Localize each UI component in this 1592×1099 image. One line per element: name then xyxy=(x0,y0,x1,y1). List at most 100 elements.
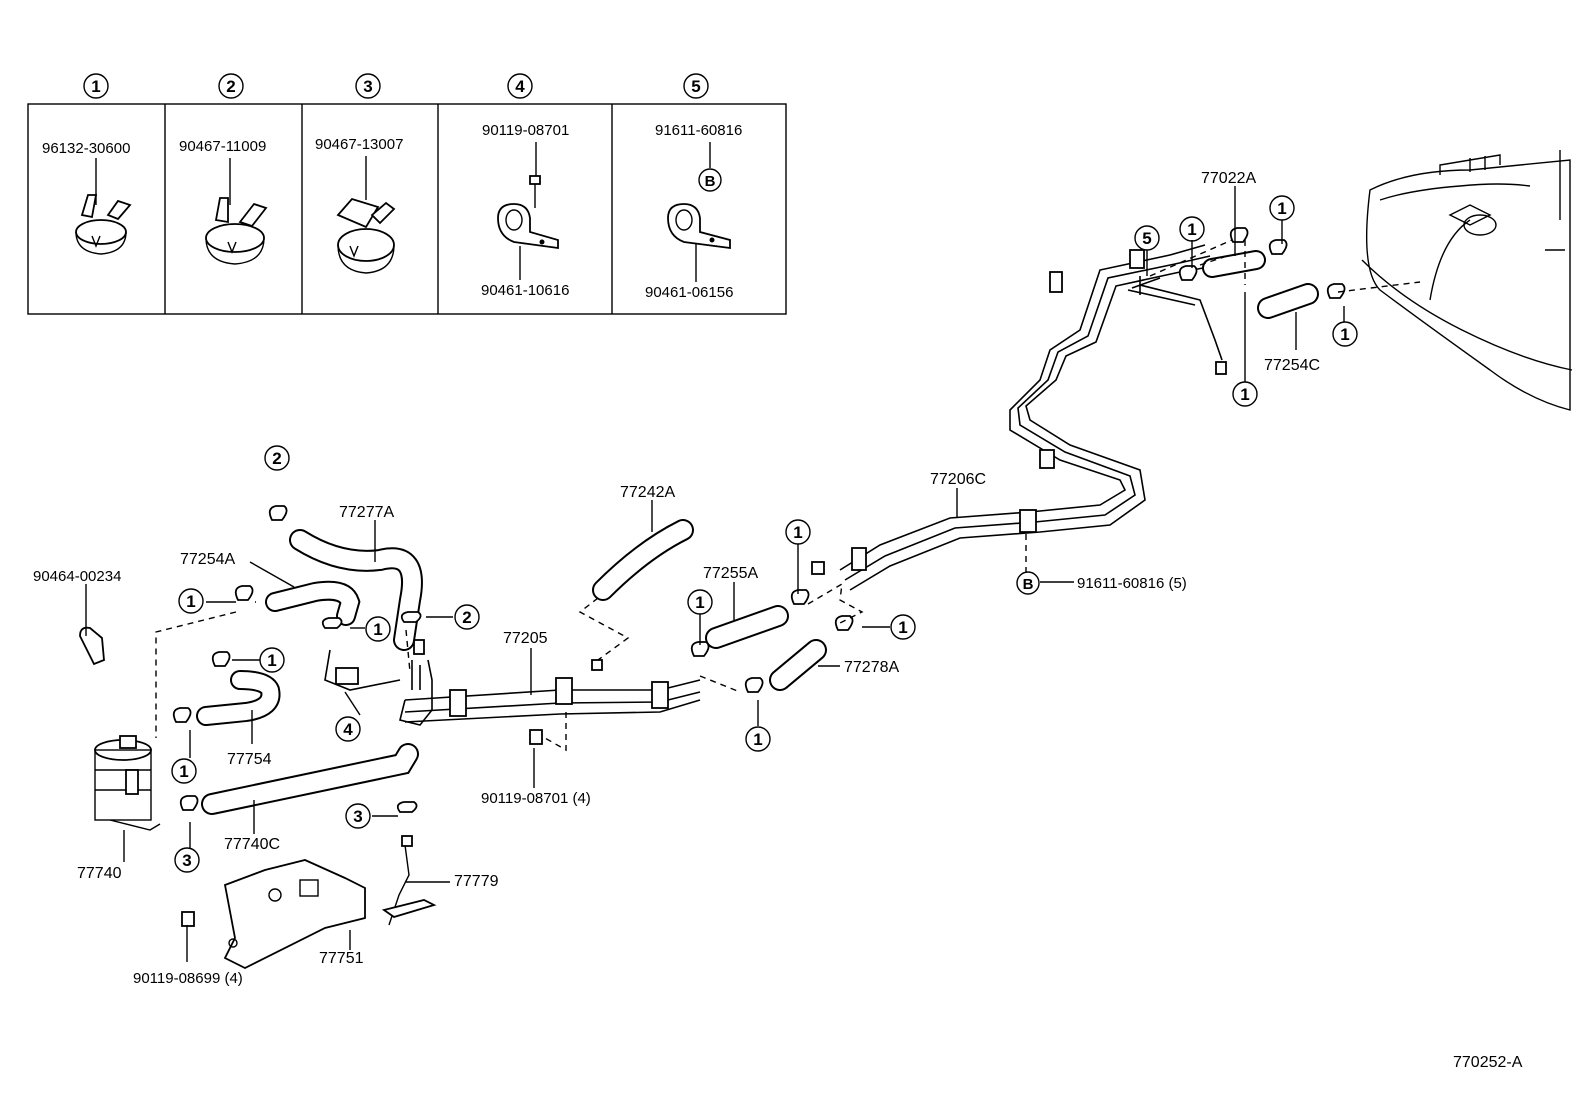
svg-text:1: 1 xyxy=(793,523,802,542)
callout-1-k: 1 xyxy=(259,647,285,673)
part-labels: 77022A 77254C 77206C 91611-60816 (5) 772… xyxy=(33,170,1523,1071)
hose-77254C xyxy=(1257,283,1319,319)
fuel-tank-drawing xyxy=(1361,150,1573,411)
label-77278A: 77278A xyxy=(844,659,899,676)
svg-text:1: 1 xyxy=(179,762,188,781)
svg-text:2: 2 xyxy=(462,608,471,627)
svg-text:5: 5 xyxy=(691,77,700,96)
svg-text:1: 1 xyxy=(1340,325,1349,344)
callout-1-d: 1 xyxy=(1232,381,1258,407)
svg-text:2: 2 xyxy=(272,449,281,468)
label-77740: 77740 xyxy=(77,865,122,882)
bracket-77779 xyxy=(381,835,437,926)
svg-text:1: 1 xyxy=(1187,220,1196,239)
label-77751: 77751 xyxy=(319,950,364,967)
hose-77022A xyxy=(1202,250,1266,278)
clip-3-drawing xyxy=(336,156,396,274)
legend-part-2: 90467-11009 xyxy=(179,138,266,155)
legend-part-3: 90467-13007 xyxy=(315,136,403,153)
hose-77278A xyxy=(769,639,827,691)
fuel-tube-bundle-77206C-77205 xyxy=(324,244,1227,726)
label-77254A: 77254A xyxy=(180,551,235,568)
small-clips xyxy=(79,227,1346,927)
label-77740C: 77740C xyxy=(224,836,280,853)
callout-1-i: 1 xyxy=(178,588,204,614)
clip-2-drawing xyxy=(205,158,268,265)
svg-text:3: 3 xyxy=(353,807,362,826)
callout-2-a: 2 xyxy=(264,445,290,471)
dashed-assembly-lines xyxy=(155,239,1421,752)
legend-col-5-badge: 5 xyxy=(683,73,709,99)
callout-1-e: 1 xyxy=(785,519,811,545)
legend-part-5: 91611-60816 xyxy=(655,122,742,139)
clip-4-drawing xyxy=(497,142,559,280)
svg-text:B: B xyxy=(705,173,716,190)
callout-1-l: 1 xyxy=(171,758,197,784)
legend-col-2-badge: 2 xyxy=(218,73,244,99)
hose-77740C xyxy=(201,743,419,815)
svg-text:B: B xyxy=(1023,576,1034,593)
svg-text:1: 1 xyxy=(898,618,907,637)
callout-1-b: 1 xyxy=(1269,195,1295,221)
hose-77277A xyxy=(289,529,423,651)
hose-77242A xyxy=(592,519,694,601)
callout-1-c: 1 xyxy=(1332,321,1358,347)
label-77254C: 77254C xyxy=(1264,357,1320,374)
svg-text:1: 1 xyxy=(695,593,704,612)
callout-B: B xyxy=(1016,571,1040,595)
svg-text:1: 1 xyxy=(753,730,762,749)
hose-77754 xyxy=(196,670,281,726)
svg-text:3: 3 xyxy=(182,851,191,870)
diagram-code: 770252-A xyxy=(1453,1054,1523,1071)
bracket-77751 xyxy=(223,859,366,970)
legend-col-3-badge: 3 xyxy=(355,73,381,99)
svg-text:2: 2 xyxy=(226,77,235,96)
callout-1-a: 1 xyxy=(1179,216,1205,242)
clip-5-drawing: B xyxy=(667,142,731,282)
label-77277A: 77277A xyxy=(339,504,394,521)
legend-part-1: 96132-30600 xyxy=(42,140,130,157)
label-77206C: 77206C xyxy=(930,471,986,488)
svg-text:4: 4 xyxy=(515,77,525,96)
label-77779: 77779 xyxy=(454,873,499,890)
callout-1-g: 1 xyxy=(890,614,916,640)
label-77022A: 77022A xyxy=(1201,170,1256,187)
callout-3-a: 3 xyxy=(345,803,371,829)
svg-text:1: 1 xyxy=(186,592,195,611)
clip-1-drawing xyxy=(75,158,132,255)
callout-1-f: 1 xyxy=(687,589,713,615)
clip-legend-table: 1 2 3 4 5 96132-30600 90467-11009 90467-… xyxy=(27,73,787,315)
legend-col-1-badge: 1 xyxy=(83,73,109,99)
legend-col-4-badge: 4 xyxy=(507,73,533,99)
callout-1-j: 1 xyxy=(365,616,391,642)
svg-text:1: 1 xyxy=(1277,199,1286,218)
label-77255A: 77255A xyxy=(703,565,758,582)
leader-lines xyxy=(85,186,1345,962)
fuel-filter-77740 xyxy=(94,735,161,831)
legend-part-4: 90119-08701 xyxy=(482,122,569,139)
label-90119-08701-4: 90119-08701 (4) xyxy=(481,790,591,807)
label-90464-00234: 90464-00234 xyxy=(33,568,121,585)
svg-text:1: 1 xyxy=(373,620,382,639)
label-77242A: 77242A xyxy=(620,484,675,501)
label-77754: 77754 xyxy=(227,751,272,768)
svg-text:1: 1 xyxy=(267,651,276,670)
callout-1-h: 1 xyxy=(745,726,771,752)
callout-2-b: 2 xyxy=(454,604,480,630)
callout-5-top: 5 xyxy=(1134,225,1160,251)
hose-77254A xyxy=(265,580,361,626)
svg-text:1: 1 xyxy=(1240,385,1249,404)
label-77205: 77205 xyxy=(503,630,548,647)
hose-77255A xyxy=(705,605,789,649)
svg-text:4: 4 xyxy=(343,720,353,739)
svg-text:1: 1 xyxy=(91,77,100,96)
callout-4: 4 xyxy=(335,716,361,742)
callout-badges: 5 1 1 1 1 B 1 1 1 1 2 1 1 2 1 4 1 3 3 xyxy=(171,195,1358,873)
callout-3-b: 3 xyxy=(174,847,200,873)
label-90119-08699-4: 90119-08699 (4) xyxy=(133,970,243,987)
label-91611-60816-5: 91611-60816 (5) xyxy=(1077,575,1187,592)
svg-text:3: 3 xyxy=(363,77,372,96)
legend-part-4-lower: 90461-10616 xyxy=(481,282,569,299)
svg-text:5: 5 xyxy=(1142,229,1151,248)
